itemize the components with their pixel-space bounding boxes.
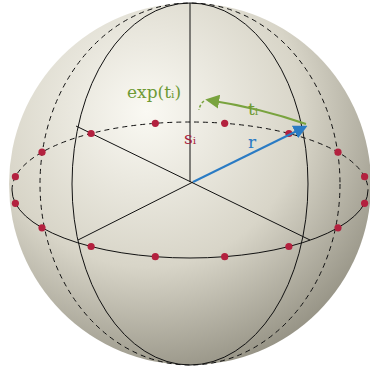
sample-point bbox=[12, 173, 19, 180]
sample-point bbox=[152, 120, 159, 127]
equator-front bbox=[12, 190, 368, 258]
sample-point bbox=[361, 200, 368, 207]
exp-curve bbox=[199, 101, 204, 110]
sample-point bbox=[221, 253, 228, 260]
diameter bbox=[76, 126, 310, 240]
sample-point bbox=[334, 149, 341, 156]
tangent-label: tᵢ bbox=[247, 101, 259, 118]
exp-label: exp(tᵢ) bbox=[126, 84, 182, 101]
axis bbox=[190, 3, 191, 182]
sample-point bbox=[38, 149, 45, 156]
sample-point bbox=[285, 243, 292, 250]
sample-point bbox=[12, 200, 19, 207]
sphere bbox=[9, 3, 370, 365]
sample-point bbox=[38, 224, 45, 231]
sample-point bbox=[88, 243, 95, 250]
sample-point bbox=[334, 224, 341, 231]
sample-point bbox=[88, 130, 95, 137]
radius-arrow bbox=[193, 127, 305, 182]
tangent-arrow bbox=[208, 100, 306, 124]
sample-point bbox=[361, 173, 368, 180]
meridian bbox=[72, 3, 308, 365]
meridian-back bbox=[40, 3, 340, 365]
sample-point bbox=[152, 253, 159, 260]
diameter bbox=[78, 182, 193, 240]
point-label: sᵢ bbox=[183, 130, 197, 147]
sample-point bbox=[221, 120, 228, 127]
radius-label: r bbox=[247, 134, 257, 151]
